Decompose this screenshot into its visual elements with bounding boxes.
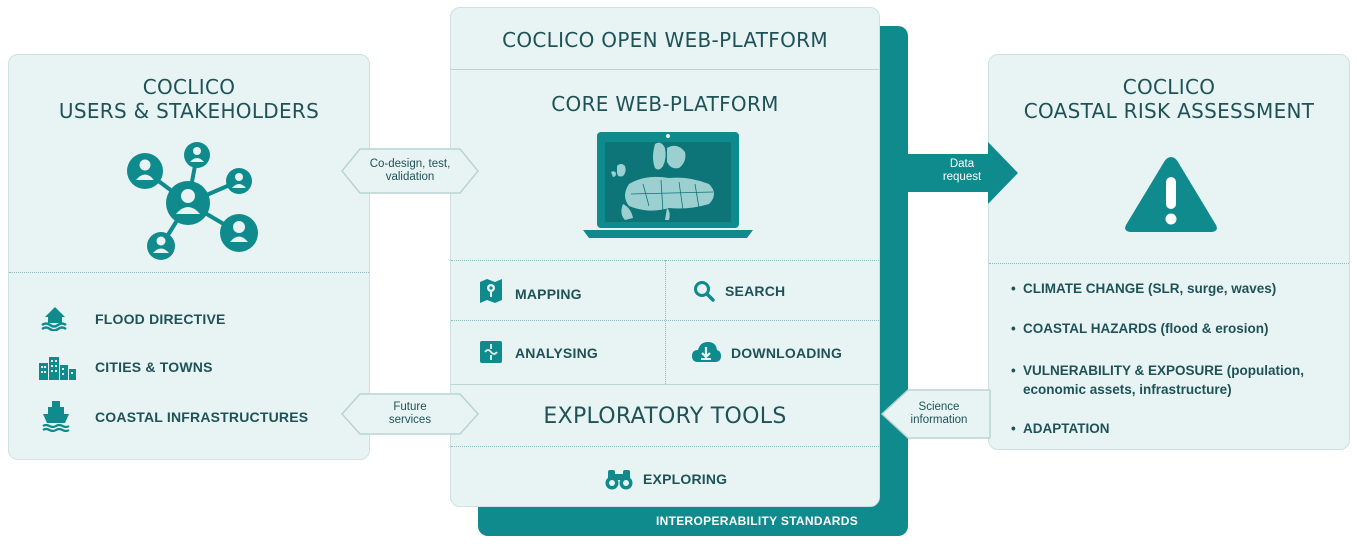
coastal-infrastructures-label: COASTAL INFRASTRUCTURES xyxy=(95,409,309,425)
risk-bullet-adaptation: ADAPTATION xyxy=(1011,419,1323,438)
codesign-arrow-label: Co-design, test, validation xyxy=(369,158,451,183)
core-web-platform-title: CORE WEB-PLATFORM xyxy=(551,92,779,116)
users-stakeholders-panel: COCLICO USERS & STAKEHOLDERS xyxy=(8,54,370,460)
users-panel-title-line2: USERS & STAKEHOLDERS xyxy=(58,99,320,123)
search-icon xyxy=(694,281,715,302)
science-information-arrow-label: Science information xyxy=(910,401,968,426)
exploratory-tools-title: EXPLORATORY TOOLS xyxy=(543,404,787,429)
ship-icon xyxy=(42,401,70,433)
downloading-label: DOWNLOADING xyxy=(731,345,843,361)
cloud-download-icon xyxy=(692,342,721,362)
coastal-risk-panel: COCLICO COASTAL RISK ASSESSMENT CLIMATE … xyxy=(988,54,1350,450)
users-panel-title-line1: COCLICO xyxy=(142,75,236,99)
binoculars-icon xyxy=(605,470,633,490)
analysing-label: ANALYSING xyxy=(515,345,598,361)
city-buildings-icon xyxy=(39,357,76,380)
puzzle-icon xyxy=(480,341,502,363)
search-label: SEARCH xyxy=(725,283,786,299)
risk-bullet-vulnerability: VULNERABILITY & EXPOSURE (population, ec… xyxy=(1011,361,1323,399)
risk-bullet-coastal-hazards: COASTAL HAZARDS (flood & erosion) xyxy=(1011,319,1323,338)
house-flood-icon xyxy=(41,307,67,331)
open-web-platform-title: COCLICO OPEN WEB-PLATFORM xyxy=(502,28,828,52)
risk-panel-title-line1: COCLICO xyxy=(1122,75,1216,99)
codesign-arrow xyxy=(341,148,479,194)
map-icon xyxy=(480,279,502,303)
data-request-arrow-label: Data request xyxy=(942,158,982,183)
data-request-arrow xyxy=(906,142,1018,204)
open-web-platform-panel: COCLICO OPEN WEB-PLATFORM CORE WEB-PLATF… xyxy=(450,7,880,507)
stakeholder-network-icon xyxy=(127,142,258,260)
warning-icon xyxy=(1125,157,1217,232)
science-information-arrow xyxy=(880,389,991,439)
future-services-arrow xyxy=(340,393,480,435)
interoperability-label: INTEROPERABILITY STANDARDS xyxy=(656,514,859,528)
cities-towns-label: CITIES & TOWNS xyxy=(95,359,213,375)
mapping-label: MAPPING xyxy=(515,286,582,302)
exploring-label: EXPLORING xyxy=(643,471,728,487)
risk-panel-title-line2: COASTAL RISK ASSESSMENT xyxy=(1023,99,1315,123)
flood-directive-label: FLOOD DIRECTIVE xyxy=(95,311,226,327)
laptop-map-icon xyxy=(583,132,753,238)
future-services-arrow-label: Future services xyxy=(388,401,432,426)
risk-bullet-climate-change: CLIMATE CHANGE (SLR, surge, waves) xyxy=(1011,279,1323,298)
